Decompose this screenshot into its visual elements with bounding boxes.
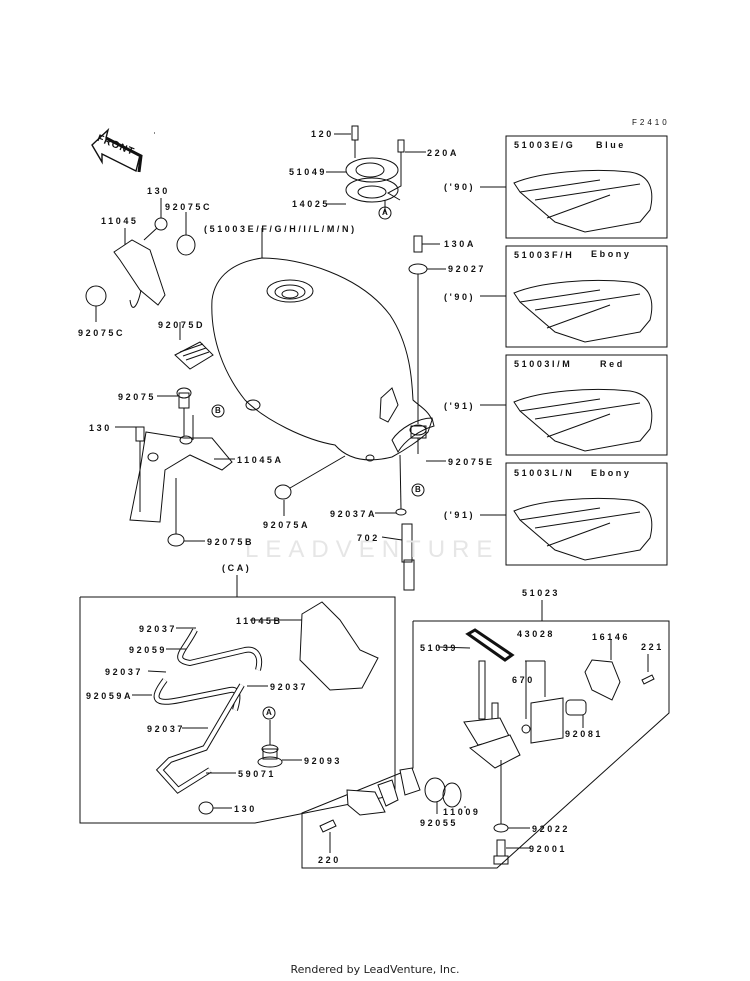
variant-year: ('91)	[444, 401, 476, 411]
part-label-92059a[interactable]: 92059A	[86, 691, 134, 701]
fuel-cock-group-label: 51023	[522, 588, 561, 598]
ca-group-label: (CA)	[222, 563, 252, 573]
part-label-14025[interactable]: 14025	[292, 199, 331, 209]
part-label-92075a[interactable]: 92075A	[263, 520, 311, 530]
part-label-11045b[interactable]: 11045B	[236, 616, 283, 626]
footer-credit: Rendered by LeadVenture, Inc.	[290, 963, 460, 976]
front-arrow-icon	[92, 130, 141, 172]
callout-b-right	[412, 484, 424, 496]
variant-part: 51003L/N	[514, 468, 575, 478]
callout-a-ca	[263, 707, 275, 719]
part-label-120[interactable]: 120	[311, 129, 334, 139]
callout-b-left	[212, 405, 224, 417]
part-label-670[interactable]: 670	[512, 675, 535, 685]
variant-color: Ebony	[591, 249, 632, 259]
part-label-92075e[interactable]: 92075E	[448, 457, 495, 467]
part-label-59071[interactable]: 59071	[238, 769, 277, 779]
variant-tank-2	[513, 279, 653, 343]
variant-year: ('91)	[444, 510, 476, 520]
part-label-16146[interactable]: 16146	[592, 632, 631, 642]
part-label-92055[interactable]: 92055	[420, 818, 459, 828]
variant-boxes	[480, 136, 667, 565]
hose-702-drawing	[375, 455, 414, 590]
part-label-92075c[interactable]: 92075C	[165, 202, 213, 212]
variant-part: 51003F/H	[514, 250, 575, 260]
variant-color: Ebony	[591, 468, 632, 478]
fuel-cap-parts	[346, 126, 404, 212]
part-label-92075d[interactable]: 92075D	[158, 320, 206, 330]
part-label-92037[interactable]: 92037	[147, 724, 186, 734]
part-label-92093[interactable]: 92093	[304, 756, 343, 766]
variant-year: ('90)	[444, 182, 476, 192]
ca-group-box	[80, 575, 395, 823]
part-label-92081[interactable]: 92081	[565, 729, 604, 739]
part-label-51039[interactable]: 51039	[420, 643, 459, 653]
variant-tank-4	[513, 497, 653, 561]
fuel-tank-drawing	[212, 228, 434, 461]
leader-lines	[115, 133, 446, 541]
variant-part: 51003I/M	[514, 359, 573, 369]
part-label-92075c[interactable]: 92075C	[78, 328, 126, 338]
variant-tank-3	[513, 388, 653, 452]
bracket-11045a-drawing	[130, 388, 232, 546]
grommet-92075a-drawing	[275, 456, 345, 516]
part-label-92075[interactable]: 92075	[118, 392, 157, 402]
tank-label: (51003E/F/G/H/I/L/M/N)	[204, 224, 357, 234]
part-label-92022[interactable]: 92022	[532, 824, 571, 834]
callout-b-label: B	[215, 406, 221, 415]
part-label-92075b[interactable]: 92075B	[207, 537, 255, 547]
part-label-43028[interactable]: 43028	[517, 629, 556, 639]
part-label-130[interactable]: 130	[147, 186, 170, 196]
variant-color: Red	[600, 359, 625, 369]
watermark: LEADVENTURE	[245, 536, 500, 563]
part-label-220a[interactable]: 220A	[427, 148, 459, 158]
callout-a-top	[379, 207, 391, 219]
part-label-11045[interactable]: 11045	[101, 216, 139, 226]
part-label-11009[interactable]: 11009	[443, 807, 481, 817]
variant-part: 51003E/G	[514, 140, 576, 150]
pad-92075d-drawing	[175, 322, 213, 369]
part-label-130[interactable]: 130	[234, 804, 257, 814]
mount-hardware-right	[409, 236, 427, 454]
part-label-92037a[interactable]: 92037A	[330, 509, 378, 519]
callout-a-label: A	[266, 708, 272, 717]
part-label-92037[interactable]: 92037	[270, 682, 309, 692]
fuel-cock-group-box	[302, 600, 669, 868]
callout-a-label: A	[382, 208, 388, 217]
variant-year: ('90)	[444, 292, 476, 302]
part-label-11045a[interactable]: 11045A	[237, 455, 284, 465]
part-label-51049[interactable]: 51049	[289, 167, 328, 177]
part-label-92037[interactable]: 92037	[105, 667, 144, 677]
part-label-92037[interactable]: 92037	[139, 624, 178, 634]
part-label-702[interactable]: 702	[357, 533, 380, 543]
part-label-92001[interactable]: 92001	[529, 844, 568, 854]
part-label-92059[interactable]: 92059	[129, 645, 168, 655]
callout-b-label: B	[415, 485, 421, 494]
part-label-130a[interactable]: 130A	[444, 239, 476, 249]
part-label-220[interactable]: 220	[318, 855, 341, 865]
part-label-130[interactable]: 130	[89, 423, 112, 433]
figure-code: F2410	[632, 118, 670, 127]
variant-color: Blue	[596, 140, 626, 150]
part-label-92027[interactable]: 92027	[448, 264, 487, 274]
bracket-11045-drawing	[86, 198, 195, 322]
part-label-221[interactable]: 221	[641, 642, 664, 652]
